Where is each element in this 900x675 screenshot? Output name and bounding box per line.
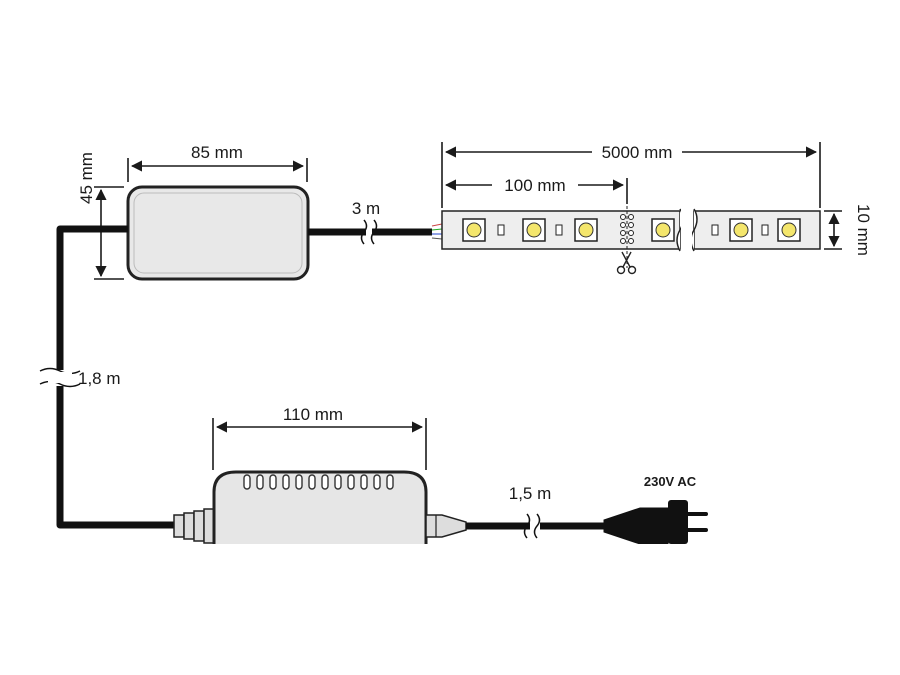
strip-width-label: 10 mm [854, 204, 873, 256]
power-adapter [173, 470, 467, 544]
controller-box [126, 185, 310, 281]
adapter-width-label: 110 mm [283, 405, 343, 424]
mains-plug: 230V AC [603, 474, 708, 545]
controller-width-dimension: 85 mm [127, 143, 308, 182]
led-chip [651, 218, 675, 242]
strip-length-label: 5000 mm [602, 143, 673, 162]
led-chip [462, 218, 486, 242]
scissors-icon [616, 251, 637, 275]
strain-relief-right [425, 514, 467, 538]
resistor [497, 224, 505, 236]
mains-cable-label: 1,5 m [509, 484, 552, 503]
strain-relief-left [173, 508, 216, 544]
controller-cable-label: 3 m [352, 199, 380, 218]
strip-width-dimension: 10 mm [824, 204, 873, 256]
controller-height-dimension: 45 mm [77, 152, 124, 280]
adapter-width-dimension: 110 mm [212, 405, 427, 470]
strip-segment-dimension: 100 mm [444, 176, 628, 204]
led-chip [522, 218, 546, 242]
power-cable: 1,8 m [39, 225, 176, 529]
power-cable-label: 1,8 m [78, 369, 121, 388]
mains-cable: 1,5 m [466, 484, 604, 539]
crop-mask [170, 544, 730, 564]
led-strip [441, 206, 821, 275]
controller-width-label: 85 mm [191, 143, 243, 162]
strip-segment-label: 100 mm [504, 176, 565, 195]
solder-pads [620, 214, 634, 244]
controller-cable: 3 m [308, 199, 443, 245]
controller-height-label: 45 mm [77, 152, 96, 204]
led-chip [777, 218, 801, 242]
led-chip [729, 218, 753, 242]
strip-length-dimension: 5000 mm [441, 142, 821, 208]
vent-slots [243, 474, 394, 490]
resistor [711, 224, 719, 236]
resistor [761, 224, 769, 236]
led-chip [574, 218, 598, 242]
resistor [555, 224, 563, 236]
plug-voltage-label: 230V AC [644, 474, 697, 489]
